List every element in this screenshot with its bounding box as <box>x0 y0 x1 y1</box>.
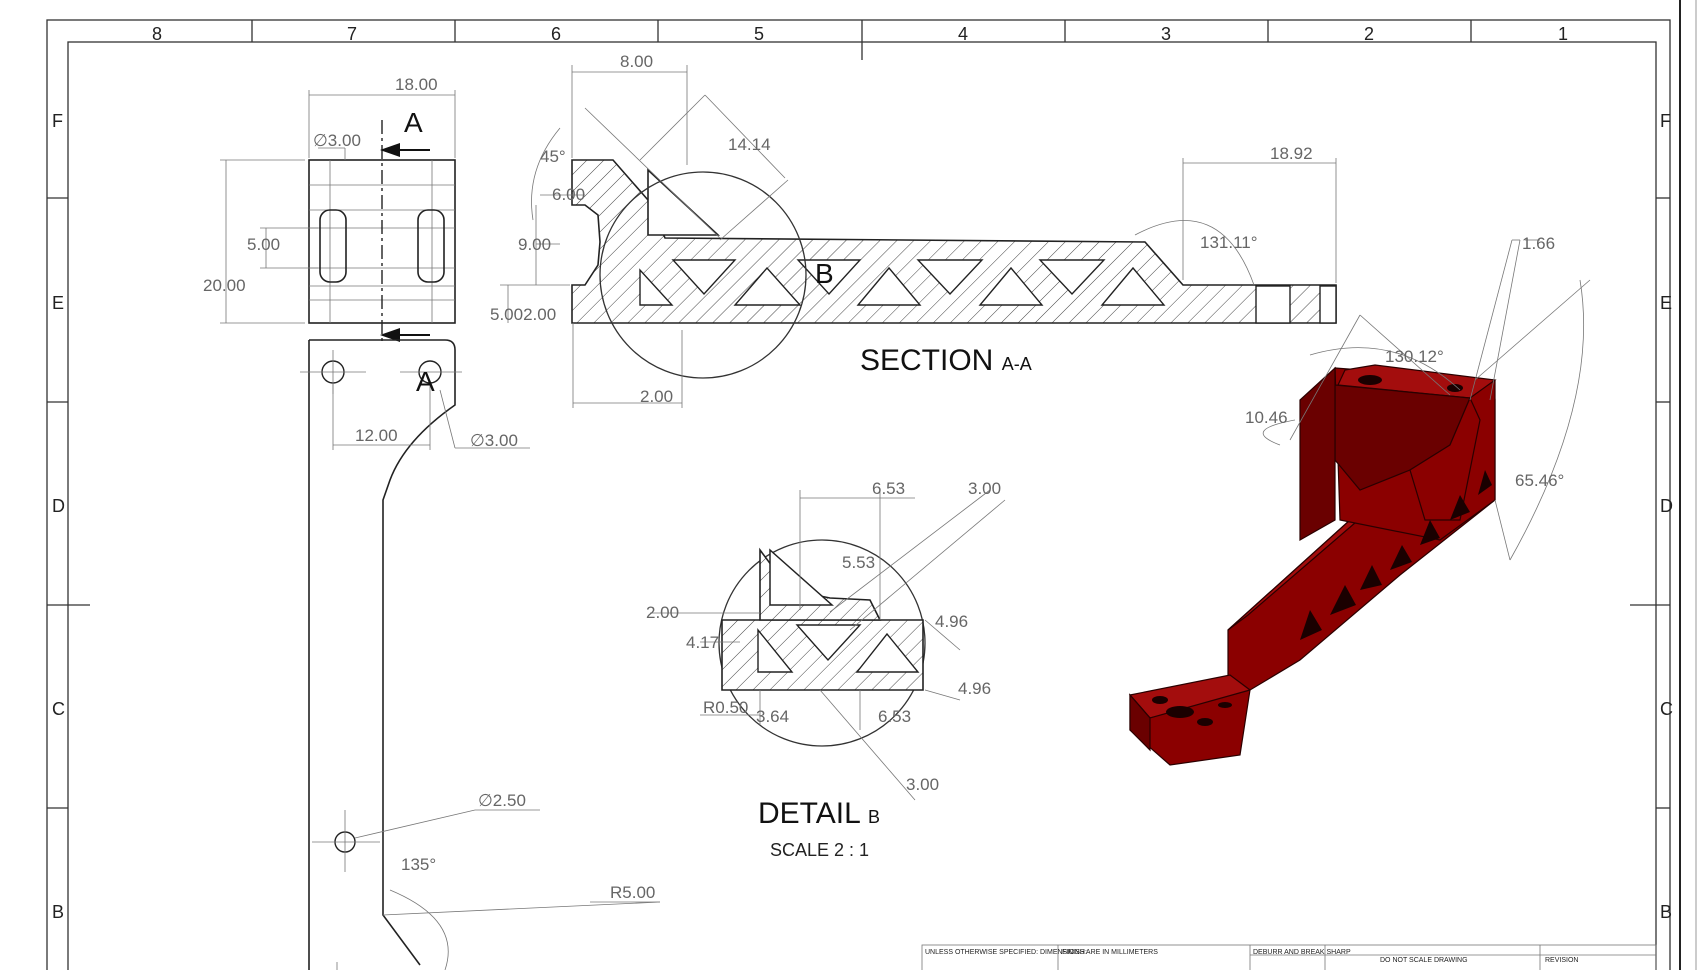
zone-row-d-right: D <box>1660 496 1673 516</box>
zone-col-5: 5 <box>754 24 764 44</box>
zone-row-ticks <box>47 197 1670 809</box>
section-dim-right-width: 18.92 <box>1270 144 1313 163</box>
section-title-suffix: A-A <box>1002 354 1032 374</box>
zone-col-3: 3 <box>1161 24 1171 44</box>
detail-dim-e: 4.17 <box>686 633 719 652</box>
front-section-letter-bottom: A <box>416 366 435 397</box>
front-dim-radius: R5.00 <box>610 883 655 902</box>
title-block-no-scale: DO NOT SCALE DRAWING <box>1380 957 1468 964</box>
detail-title: DETAIL B <box>758 797 880 830</box>
title-block-deburr: DEBURR AND BREAK SHARP <box>1253 949 1351 956</box>
title-block-revision: REVISION <box>1545 957 1578 964</box>
front-dim-hole-spacing: 12.00 <box>355 426 398 445</box>
detail-dim-j: 6.53 <box>878 707 911 726</box>
section-detail-letter: B <box>815 258 834 289</box>
section-dim-d6: 6.00 <box>552 185 585 204</box>
zone-col-4: 4 <box>958 24 968 44</box>
front-dim-height: 20.00 <box>203 276 246 295</box>
section-dim-right-angle: 131.11° <box>1200 233 1258 252</box>
detail-title-suffix: B <box>868 807 880 827</box>
detail-title-main: DETAIL <box>758 797 860 830</box>
front-dim-angle: 135° <box>401 855 436 874</box>
iso-dim-a: 1.66 <box>1522 234 1555 253</box>
zone-row-b-right: B <box>1660 902 1672 922</box>
front-dim-slot: 5.00 <box>247 235 280 254</box>
detail-view <box>650 489 1006 801</box>
detail-dim-h: R0.50 <box>703 698 748 717</box>
section-title-main: SECTION <box>860 344 993 377</box>
zone-col-6: 6 <box>551 24 561 44</box>
zone-row-d-left: D <box>52 496 65 516</box>
detail-dim-k: 3.00 <box>906 775 939 794</box>
section-dim-stack: 5.002.00 <box>490 305 556 324</box>
zone-col-1: 1 <box>1558 24 1568 44</box>
front-dim-width: 18.00 <box>395 75 438 94</box>
iso-dim-d: 65.46° <box>1515 471 1564 490</box>
sheet-border-outer <box>46 19 1671 970</box>
detail-dim-a: 6.53 <box>872 479 905 498</box>
zone-col-8: 8 <box>152 24 162 44</box>
section-dim-d9: 9.00 <box>518 235 551 254</box>
zone-row-c-right: C <box>1660 699 1673 719</box>
section-view <box>500 65 1337 408</box>
zone-row-e-left: E <box>52 293 64 313</box>
front-view <box>220 90 661 970</box>
front-dim-hole-dia-lower: ∅3.00 <box>470 431 518 450</box>
front-dim-hole-dia: ∅3.00 <box>313 131 361 150</box>
detail-dim-i: 3.64 <box>756 707 789 726</box>
title-block-finish: FINISH: <box>1062 949 1087 956</box>
detail-dim-b: 3.00 <box>968 479 1001 498</box>
detail-scale: SCALE 2 : 1 <box>770 840 869 860</box>
detail-dim-g: 4.96 <box>958 679 991 698</box>
zone-col-2: 2 <box>1364 24 1374 44</box>
zone-column-ticks <box>251 20 1472 60</box>
title-block-tolerance-text: UNLESS OTHERWISE SPECIFIED: DIMENSIONS A… <box>925 949 1158 956</box>
front-dim-small-hole: ∅2.50 <box>478 791 526 810</box>
zone-row-c-left: C <box>52 699 65 719</box>
front-section-letter-top: A <box>404 107 423 138</box>
section-dim-top: 8.00 <box>620 52 653 71</box>
title-block <box>921 944 1657 970</box>
detail-dim-d: 2.00 <box>646 603 679 622</box>
detail-dim-c: 5.53 <box>842 553 875 572</box>
zone-row-f-left: F <box>52 111 63 131</box>
section-dim-diag: 14.14 <box>728 135 771 154</box>
iso-dim-b: 130.12° <box>1385 347 1444 366</box>
section-dim-angle: 45° <box>540 147 566 166</box>
iso-dim-c: 10.46 <box>1245 408 1288 427</box>
section-title: SECTION A-A <box>860 344 1032 377</box>
zone-row-f-right: F <box>1660 111 1671 131</box>
zone-row-e-right: E <box>1660 293 1672 313</box>
zone-col-7: 7 <box>347 24 357 44</box>
detail-dim-f: 4.96 <box>935 612 968 631</box>
section-dim-bottom: 2.00 <box>640 387 673 406</box>
zone-row-b-left: B <box>52 902 64 922</box>
title-block-tolerance: UNLESS OTHERWISE SPECIFIED: DIMENSIONS A… <box>925 949 1158 956</box>
iso-view <box>1128 239 1591 766</box>
